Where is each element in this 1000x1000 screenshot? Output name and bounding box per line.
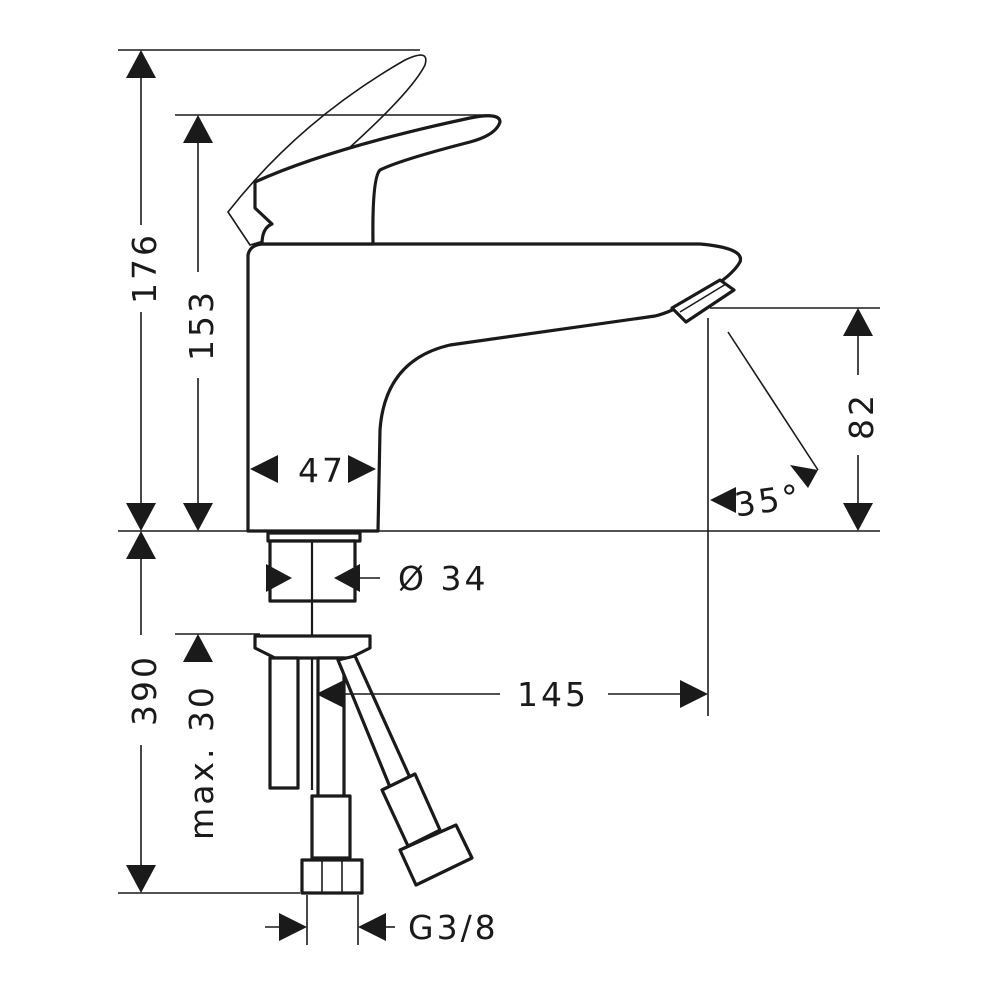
label-diameter-34: Ø 34 [398, 559, 488, 598]
hose-nut-left [300, 858, 364, 895]
label-82: 82 [842, 392, 881, 440]
dim-angle-35 [710, 331, 819, 513]
dim-47 [250, 455, 376, 483]
dim-82 [843, 308, 873, 531]
hose-straight [316, 656, 346, 800]
label-176: 176 [125, 232, 164, 304]
lever-alt-position [227, 54, 427, 246]
dim-g38 [265, 913, 395, 941]
dim-153 [183, 115, 213, 531]
installation-parts [253, 539, 474, 895]
aerator [670, 278, 736, 324]
dim-145 [316, 680, 708, 708]
dim-max-30 [183, 634, 213, 662]
dim-176 [126, 50, 156, 531]
hose-ferrule-right [380, 772, 442, 848]
faucet-lever [253, 114, 502, 246]
label-35-deg: 35° [732, 476, 804, 524]
fixing-plate [253, 634, 372, 660]
label-g38: G3/8 [408, 908, 499, 947]
label-145: 145 [517, 675, 589, 714]
threaded-rod [268, 656, 300, 790]
dim-390 [126, 531, 156, 893]
label-390: 390 [125, 654, 164, 726]
label-153: 153 [182, 289, 221, 361]
hose-ferrule-left [310, 794, 352, 860]
hose-angled [336, 654, 414, 794]
hose-nut-right [398, 823, 474, 887]
extension-lines [118, 49, 880, 945]
label-max-30: max. 30 [182, 684, 221, 840]
dim-diameter-34 [266, 564, 380, 592]
faucet-body [227, 54, 743, 543]
label-47: 47 [298, 451, 346, 490]
